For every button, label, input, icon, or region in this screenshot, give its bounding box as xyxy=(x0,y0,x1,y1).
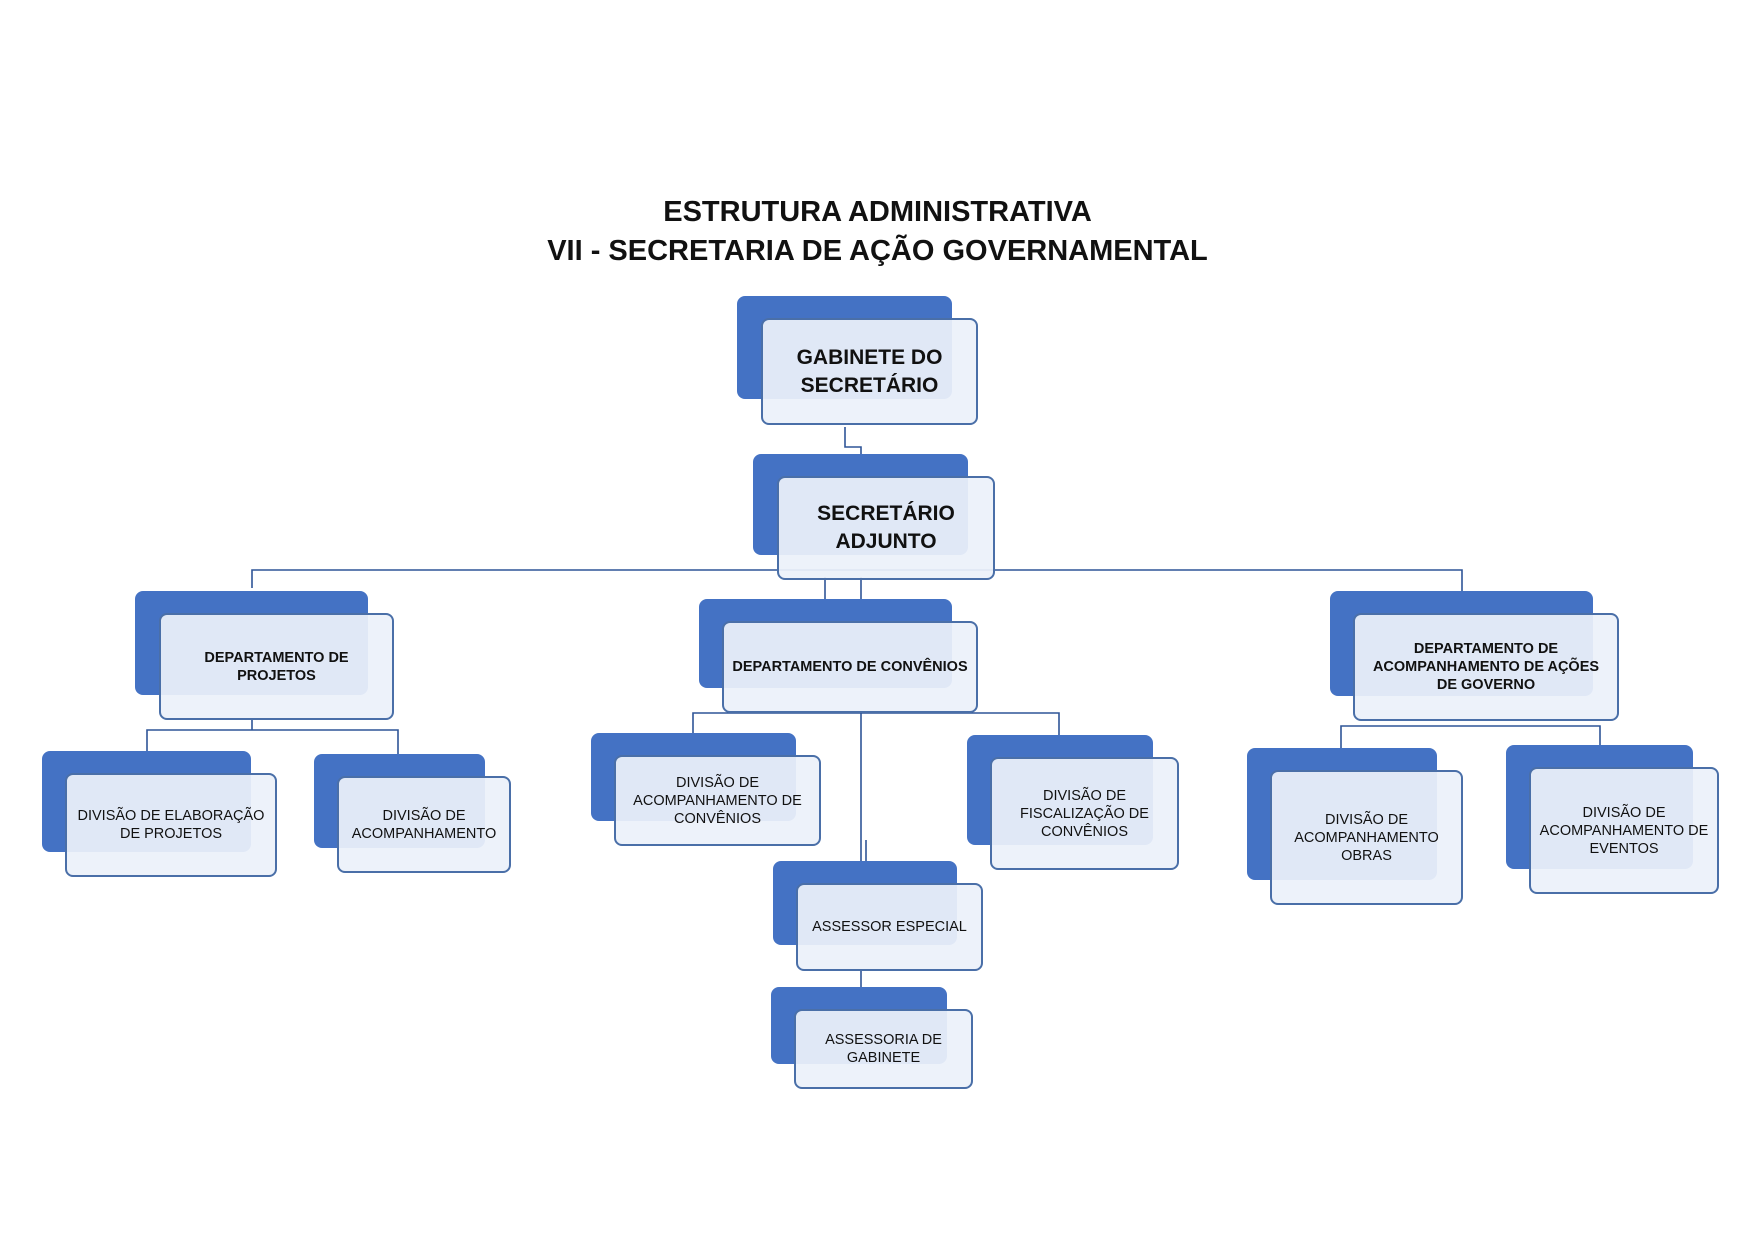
chart-title-line1: ESTRUTURA ADMINISTRATIVA xyxy=(663,196,1092,228)
chart-title-line2: VII - SECRETARIA DE AÇÃO GOVERNAMENTAL xyxy=(547,235,1208,267)
node-label: ASSESSORIA DE GABINETE xyxy=(794,1009,973,1089)
node-label: DEPARTAMENTO DE ACOMPANHAMENTO DE AÇÕES … xyxy=(1353,613,1619,721)
node-label: ASSESSOR ESPECIAL xyxy=(796,883,983,971)
node-label: DIVISÃO DE FISCALIZAÇÃO DE CONVÊNIOS xyxy=(990,757,1179,870)
node-label: DIVISÃO DE ELABORAÇÃO DE PROJETOS xyxy=(65,773,277,877)
node-label: DIVISÃO DE ACOMPANHAMENTO DE EVENTOS xyxy=(1529,767,1719,894)
node-label: DIVISÃO DE ACOMPANHAMENTO DE CONVÊNIOS xyxy=(614,755,821,846)
node-label: SECRETÁRIO ADJUNTO xyxy=(777,476,995,580)
connector-projetos-divs xyxy=(146,720,399,754)
node-label: DEPARTAMENTO DE CONVÊNIOS xyxy=(722,621,978,713)
connector-convenios-divs xyxy=(692,712,1060,735)
node-label: DIVISÃO DE ACOMPANHAMENTO xyxy=(337,776,511,873)
node-label: GABINETE DO SECRETÁRIO xyxy=(761,318,978,425)
connector-acoes-divs xyxy=(1340,725,1601,748)
node-label: DEPARTAMENTO DE PROJETOS xyxy=(159,613,394,720)
node-label: DIVISÃO DE ACOMPANHAMENTO OBRAS xyxy=(1270,770,1463,905)
